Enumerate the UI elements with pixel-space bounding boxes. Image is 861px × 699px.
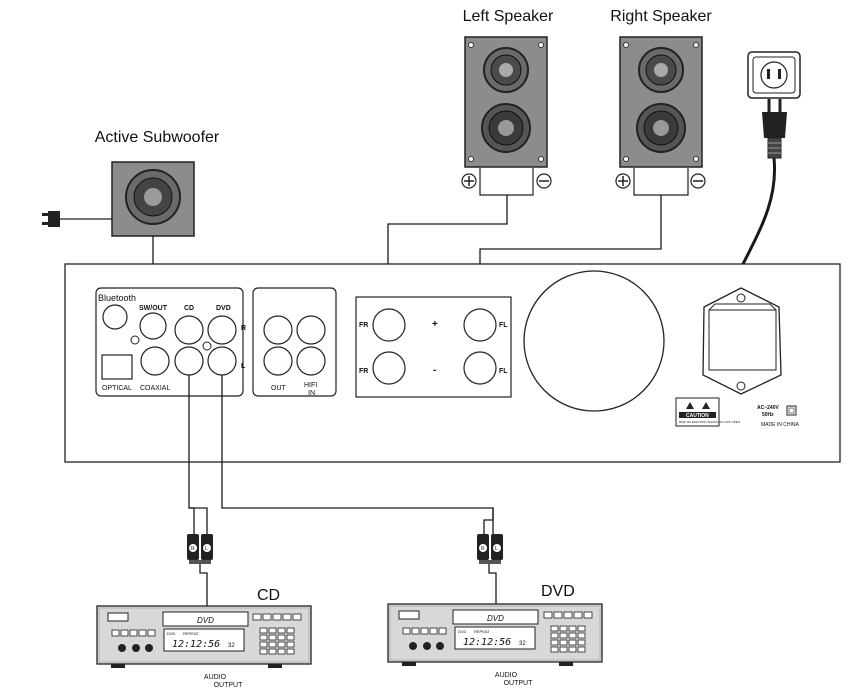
plus-polarity-label: + [432,319,438,330]
fr-minus-label: FR [359,368,368,375]
left-speaker-minus-terminal [536,173,552,189]
out-left-jack [263,346,293,376]
hifi-in-left-jack [296,346,326,376]
cd-rca-plug-icon: R L [187,534,213,564]
speaker-terminal-panel: FR FR FL FL + - [355,296,512,398]
dvd-lcd-repeat: REPEAT [474,629,490,634]
fl-plus-label: FL [499,322,508,329]
cooling-fan [523,270,665,412]
dvd-player: DVD DVD REPEAT 12:12:56 32 [387,603,603,666]
fl-minus-label: FL [499,368,508,375]
left-speaker [464,36,548,196]
fr-plus-terminal [372,308,406,342]
cd-audio-label: AUDIO [204,674,227,681]
cd-lcd-mode: DVD [167,631,176,636]
right-speaker-label: Right Speaker [610,8,712,25]
ac-voltage-label: AC~240V [757,405,779,411]
cd-lcd-time: 12:12:56 [172,639,220,650]
right-speaker [619,36,703,196]
active-subwoofer [60,161,195,237]
active-subwoofer-label: Active Subwoofer [95,129,220,146]
cd-lcd-repeat: REPEAT [183,631,199,636]
hifi-in-right-jack [296,315,326,345]
subwoofer-power-plug-icon [42,211,60,227]
coaxial-label: COAXIAL [140,385,170,392]
ac-frequency-label: 50Hz [762,412,774,418]
right-speaker-minus-terminal [690,173,706,189]
cd-player-label: CD [257,587,280,604]
rca-cables [188,375,497,612]
power-plug-icon [762,99,787,159]
dvd-player-label: DVD [541,583,575,600]
dvd-plug-right-pin: R [481,546,485,552]
bluetooth-label: Bluetooth [98,293,136,303]
power-inlet [702,287,782,395]
caution-label-box: CAUTION RISK OF ELECTRIC SHOCK DO NOT OP… [675,397,740,427]
bluetooth-antenna-jack [102,304,128,330]
dvd-lcd-mode: DVD [458,629,467,634]
cd-tray-label: DVD [197,616,214,625]
cd-player: DVD DVD REPEAT 12:12:56 32 [96,605,312,668]
power-rating: AC~240V 50Hz MADE IN CHINA [757,405,799,428]
dvd-right-jack [207,315,237,345]
dvd-lcd-time: 12:12:56 [463,637,511,648]
right-speaker-plus-terminal [615,173,631,189]
made-in-china-label: MADE IN CHINA [761,422,799,428]
cd-plug-right-pin: R [191,546,195,552]
cd-input-label: CD [184,305,194,312]
out-label: OUT [271,385,287,392]
dvd-left-jack [207,346,237,376]
sw-out-jack [139,312,167,340]
left-speaker-plus-terminal [461,173,477,189]
cd-output-label: OUTPUT [214,682,244,689]
fl-plus-terminal [463,308,497,342]
dvd-audio-label: AUDIO [495,672,518,679]
left-speaker-label: Left Speaker [463,8,554,25]
sw-out-label: SW/OUT [139,305,168,312]
cd-lcd-track: 32 [228,643,235,649]
dvd-input-label: DVD [216,305,231,312]
caution-text: CAUTION [686,413,709,419]
out-right-jack [263,315,293,345]
coaxial-jack [140,346,170,376]
right-channel-label: R [241,325,246,332]
fr-plus-label: FR [359,322,368,329]
hifi-jack-panel: OUT HIFI IN [252,287,337,397]
wall-outlet-icon [747,51,801,99]
dvd-plug-left-pin: L [495,546,498,552]
cd-right-jack [174,315,204,345]
hifi-label: HIFI [304,382,317,389]
cd-plug-left-pin: L [205,546,208,552]
dvd-lcd-track: 32 [519,641,526,647]
input-jack-panel: Bluetooth SW/OUT CD DVD R L OPTICAL COAX… [95,287,246,397]
dvd-output-label: OUTPUT [504,680,534,687]
hifi-in-label: IN [308,390,315,397]
optical-label: OPTICAL [102,385,132,392]
left-channel-label: L [241,363,246,370]
dvd-tray-label: DVD [487,614,504,623]
dvd-rca-plug-icon: R L [477,534,503,564]
fl-minus-terminal [463,351,497,385]
cd-left-jack [174,346,204,376]
minus-polarity-label: - [433,365,436,376]
fr-minus-terminal [372,351,406,385]
caution-subtext: RISK OF ELECTRIC SHOCK DO NOT OPEN [679,420,740,424]
optical-jack [101,354,133,380]
